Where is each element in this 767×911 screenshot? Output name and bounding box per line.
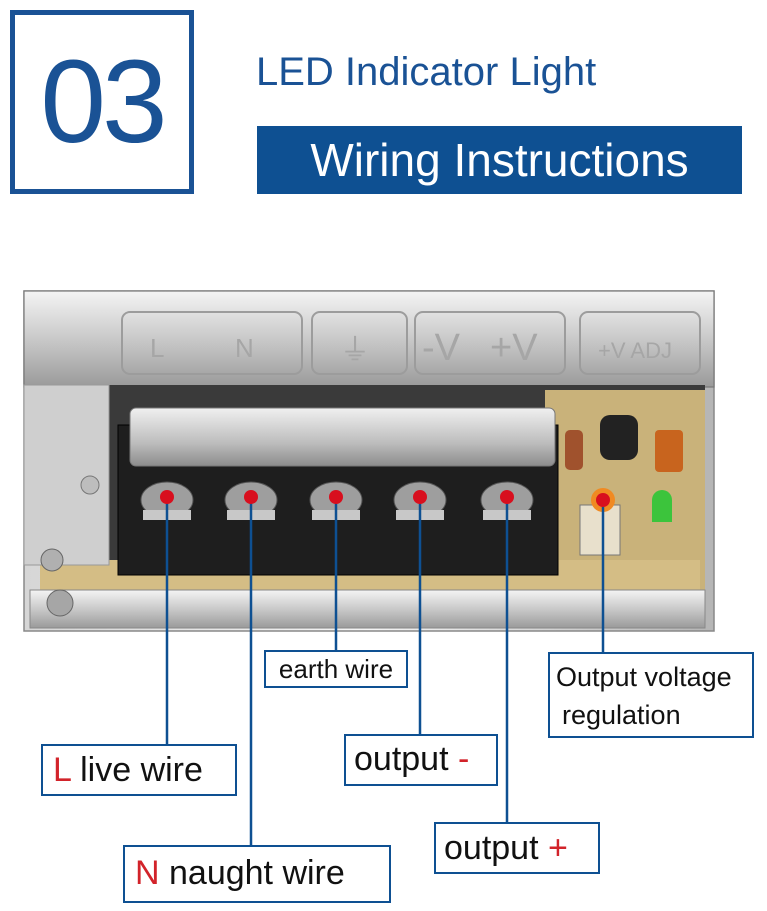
marker-earth xyxy=(329,490,343,504)
marker-live xyxy=(160,490,174,504)
label-output-voltage-regulation: Output voltage regulation xyxy=(548,652,754,738)
marker-output-plus xyxy=(500,490,514,504)
marking-l: L xyxy=(150,333,164,363)
live-wire-text: live wire xyxy=(80,751,203,789)
label-output-minus: output - xyxy=(344,734,498,786)
voltage-line2: regulation xyxy=(562,700,681,730)
marking-earth: ⏚ xyxy=(340,333,370,368)
label-naught-wire: N naught wire xyxy=(123,845,391,903)
label-live-wire: L live wire xyxy=(41,744,237,796)
subtitle: LED Indicator Light xyxy=(256,50,597,94)
label-output-plus: output + xyxy=(434,822,600,874)
marking-n: N xyxy=(235,333,254,363)
earth-wire-text: earth wire xyxy=(278,654,394,684)
naught-wire-text: naught wire xyxy=(169,854,345,892)
output-minus-text: output xyxy=(354,740,449,778)
label-earth-wire: earth wire xyxy=(264,650,408,688)
terminal-block xyxy=(117,407,559,576)
step-number: 03 xyxy=(40,36,167,168)
green-led-body xyxy=(652,500,672,522)
marking-minus-v: -V xyxy=(422,327,461,369)
naught-letter: N xyxy=(135,854,160,892)
marking-adj: +V ADJ xyxy=(598,338,672,363)
pcb-components xyxy=(565,415,683,556)
marker-naught xyxy=(244,490,258,504)
marking-plus-v: +V xyxy=(490,327,538,369)
marker-voltage xyxy=(596,493,610,507)
output-plus-text: output xyxy=(444,829,539,867)
callout-lines xyxy=(165,497,605,847)
step-number-box: 03 xyxy=(10,10,194,194)
page-title: Wiring Instructions xyxy=(310,134,689,186)
marker-output-minus xyxy=(413,490,427,504)
title-bar: Wiring Instructions xyxy=(257,126,742,194)
voltage-line1: Output voltage xyxy=(556,662,732,692)
plus-sign: + xyxy=(547,829,568,867)
minus-sign: - xyxy=(457,740,470,778)
live-letter: L xyxy=(53,751,71,789)
cover-markings xyxy=(121,311,701,375)
